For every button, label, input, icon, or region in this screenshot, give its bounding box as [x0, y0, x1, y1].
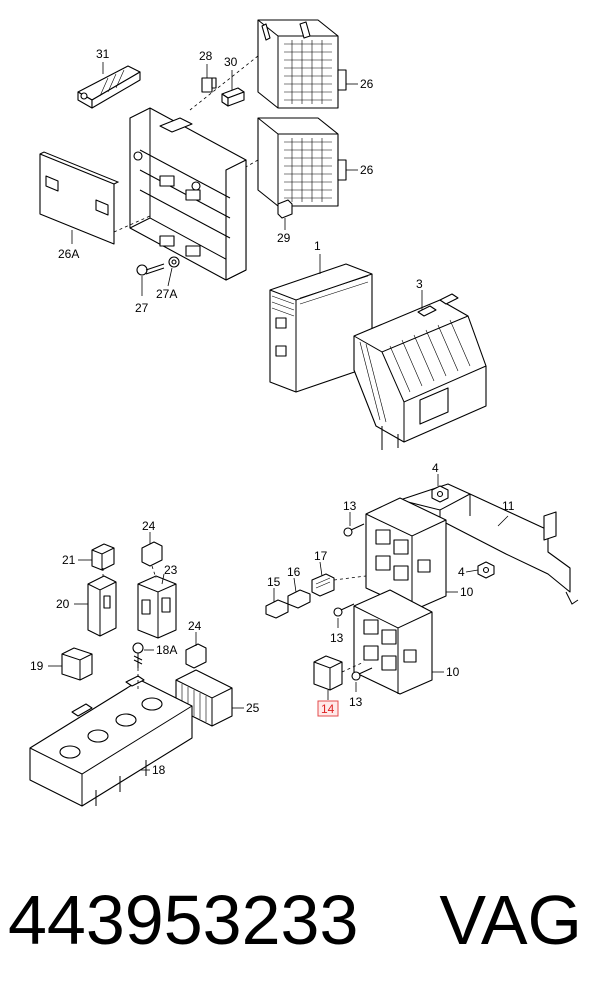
label-1: 1: [314, 239, 321, 253]
label-30: 30: [224, 55, 238, 69]
brand-name: VAG: [439, 881, 582, 959]
bracket-frame: [129, 107, 247, 281]
part-10-carrier-top: [365, 497, 447, 611]
label-23: 23: [164, 563, 178, 577]
label-10-bottom: 10: [446, 665, 460, 679]
part-13-screw-a: [343, 523, 365, 537]
label-27A: 27A: [156, 287, 177, 301]
part-4-nut-top: [431, 485, 449, 503]
label-31: 31: [96, 47, 110, 61]
label-25: 25: [246, 701, 260, 715]
part-1-control-unit: [269, 263, 373, 393]
part-20-holder: [87, 575, 117, 637]
part-16-connector: [287, 589, 311, 609]
part-10-carrier-bottom: [353, 589, 433, 695]
label-21: 21: [62, 553, 76, 567]
part-27-screw: [136, 263, 165, 276]
label-28: 28: [199, 49, 213, 63]
label-19: 19: [30, 659, 44, 673]
label-13-a: 13: [343, 499, 357, 513]
footer: 443953233 VAG: [0, 870, 600, 970]
label-15: 15: [267, 575, 281, 589]
label-4-top: 4: [432, 461, 439, 475]
part-19-relay: [61, 647, 93, 681]
label-26-top: 26: [360, 77, 374, 91]
label-3: 3: [416, 277, 423, 291]
part-24-fuse-b: [185, 643, 207, 669]
part-18A-screw: [132, 642, 144, 668]
part-26A-cover: [39, 151, 120, 245]
part-3-housing: [353, 293, 487, 450]
part-18-relay-box: [29, 675, 193, 807]
part-30-fuse: [221, 87, 245, 107]
label-16: 16: [287, 565, 301, 579]
callout-14-highlight: [317, 700, 339, 717]
part-27A-washer: [168, 256, 180, 268]
part-23-relay-socket: [137, 575, 177, 639]
part-14-relay: [313, 655, 343, 691]
part-29-clip: [277, 199, 293, 219]
label-26-bottom: 26: [360, 163, 374, 177]
label-27: 27: [135, 301, 149, 315]
part-number: 443953233: [8, 881, 359, 959]
label-13-c: 13: [349, 695, 363, 709]
label-24-a: 24: [142, 519, 156, 533]
part-13-screw-b: [333, 603, 355, 617]
label-17: 17: [314, 549, 328, 563]
part-28-fuse: [201, 77, 217, 93]
label-14: 14: [321, 702, 335, 716]
label-11: 11: [502, 499, 515, 513]
part-24-fuse-a: [141, 541, 163, 567]
part-26-connector-top: [257, 19, 347, 109]
label-26A: 26A: [58, 247, 79, 261]
part-17-connector: [311, 573, 335, 597]
part-21-fuse: [91, 543, 115, 571]
label-18A: 18A: [156, 643, 177, 657]
part-4-nut-bottom: [477, 561, 495, 579]
part-15-connector: [265, 599, 289, 619]
label-18: 18: [152, 763, 166, 777]
part-26-connector-bottom: [257, 117, 347, 207]
label-4-bottom: 4: [458, 565, 465, 579]
part-13-screw-c: [351, 667, 373, 681]
part-31-strip: [77, 65, 141, 109]
label-29: 29: [277, 231, 291, 245]
exploded-parts-diagram: 31 28 30 26: [29, 19, 579, 807]
label-10-top: 10: [460, 585, 474, 599]
label-13-b: 13: [330, 631, 344, 645]
label-20: 20: [56, 597, 70, 611]
label-24-b: 24: [188, 619, 202, 633]
